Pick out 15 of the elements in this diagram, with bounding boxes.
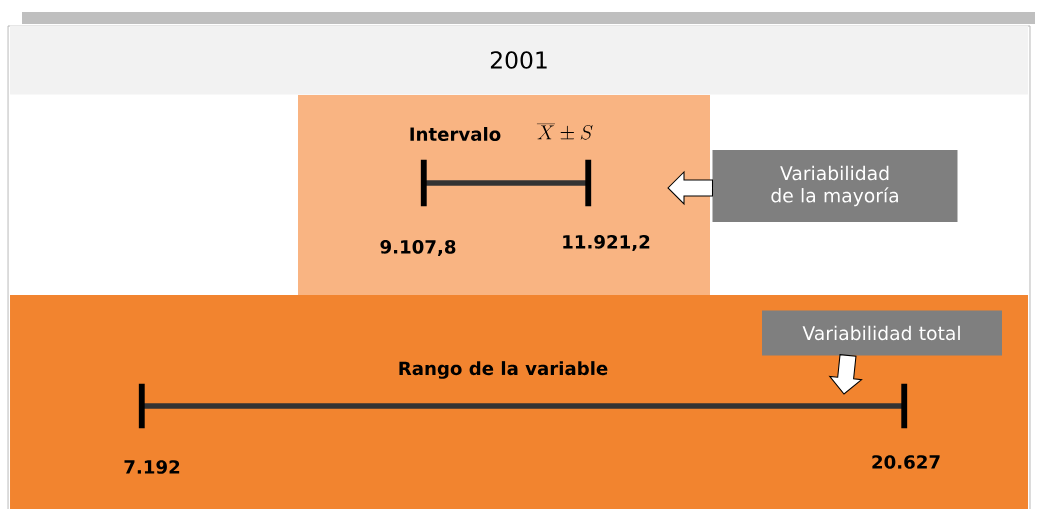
- value-label: 7.192: [124, 460, 180, 474]
- callout-box: Variabilidad de la mayoría: [712, 150, 958, 222]
- formula: $\overline{X} \pm S$: [536, 123, 593, 140]
- range-band: [10, 295, 1028, 509]
- value-label: 20.627: [872, 455, 940, 469]
- value-label: 11.921,2: [563, 235, 650, 251]
- block-arrow: [667, 170, 714, 206]
- value-label: 9.107,8: [380, 240, 456, 256]
- title: 2001: [490, 51, 547, 69]
- heading: Intervalo: [410, 126, 501, 141]
- interval-panel: [298, 95, 710, 295]
- block-arrow: [828, 354, 863, 395]
- title-band: [10, 25, 1028, 95]
- heading: Rango de la variable: [399, 361, 608, 379]
- callout-box: Variabilidad total: [762, 310, 1002, 356]
